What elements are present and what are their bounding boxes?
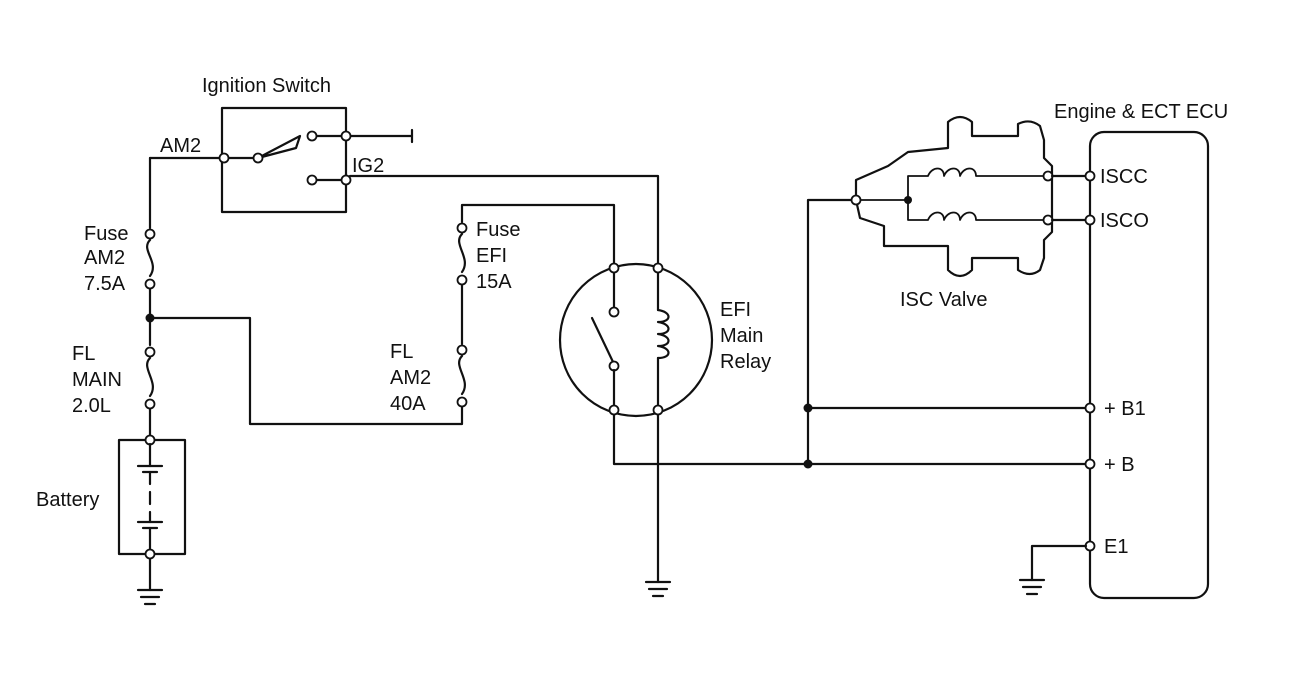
fuse-fl-main — [144, 346, 156, 410]
pin-iscc-label: ISCC — [1100, 166, 1148, 188]
isc-feed-wire — [806, 198, 858, 410]
fuse-efi-label-2: EFI — [476, 245, 507, 267]
am2-label: AM2 — [160, 135, 201, 157]
fuse-efi-label-1: Fuse — [476, 219, 520, 241]
relay-label-1: EFI — [720, 299, 751, 321]
fuse-efi — [456, 222, 468, 286]
e1-ground-wire — [1030, 544, 1088, 582]
pin-b-label: + B — [1104, 454, 1135, 476]
pin-iscc-terminal — [1084, 170, 1096, 182]
ignition-switch-label: Ignition Switch — [202, 75, 331, 97]
switch-blade — [256, 134, 302, 160]
ignition-switch-box — [220, 106, 348, 214]
fl-am2-label-2: AM2 — [390, 367, 431, 389]
fl-am2-feed-wire — [148, 316, 464, 426]
relay-circle — [558, 262, 714, 418]
ground-symbol-ecu — [1018, 578, 1046, 596]
fl-am2-label-1: FL — [390, 341, 413, 363]
fuse-am2 — [144, 228, 156, 290]
pin-e1-label: E1 — [1104, 536, 1128, 558]
ground-symbol-battery — [136, 557, 164, 606]
isc-valve — [850, 115, 1054, 278]
pin-b-terminal — [1084, 458, 1096, 470]
fuse-am2-label-1: Fuse — [84, 223, 128, 245]
fuse-efi-label-3: 15A — [476, 271, 512, 293]
pin-isco-label: ISCO — [1100, 210, 1149, 232]
fuse-am2-label-3: 7.5A — [84, 273, 126, 295]
isc-valve-label: ISC Valve — [900, 289, 987, 311]
efi-fuse-wire — [460, 203, 616, 270]
relay-label-2: Main — [720, 325, 763, 347]
relay-coil — [656, 308, 670, 360]
fl-am2-label-3: 40A — [390, 393, 426, 415]
pin-isco-terminal — [1084, 214, 1096, 226]
ig2-label: IG2 — [352, 155, 384, 177]
pin-b1-terminal — [1084, 402, 1096, 414]
fuse-am2-label-2: AM2 — [84, 247, 125, 269]
ecu-title: Engine & ECT ECU — [1054, 101, 1228, 123]
fuse-fl-am2 — [456, 344, 468, 408]
fl-main-label-1: FL — [72, 343, 95, 365]
efi-main-relay — [558, 262, 714, 418]
battery-label: Battery — [36, 489, 99, 511]
fl-main-label-3: 2.0L — [72, 395, 111, 417]
relay-label-3: Relay — [720, 351, 771, 373]
engine-ect-ecu — [1084, 130, 1210, 600]
battery-symbol — [117, 434, 187, 560]
plus-b1-wire — [806, 406, 1092, 466]
plus-b-wire — [612, 413, 1092, 466]
ground-symbol-relay — [644, 580, 672, 598]
ecu-box — [1088, 130, 1210, 600]
fl-main-label-2: MAIN — [72, 369, 122, 391]
isc-valve-body — [854, 115, 1054, 278]
ig2-wire — [348, 174, 660, 270]
battery-box — [117, 438, 187, 556]
pin-b1-label: + B1 — [1104, 398, 1146, 420]
ignition-switch — [148, 106, 414, 214]
